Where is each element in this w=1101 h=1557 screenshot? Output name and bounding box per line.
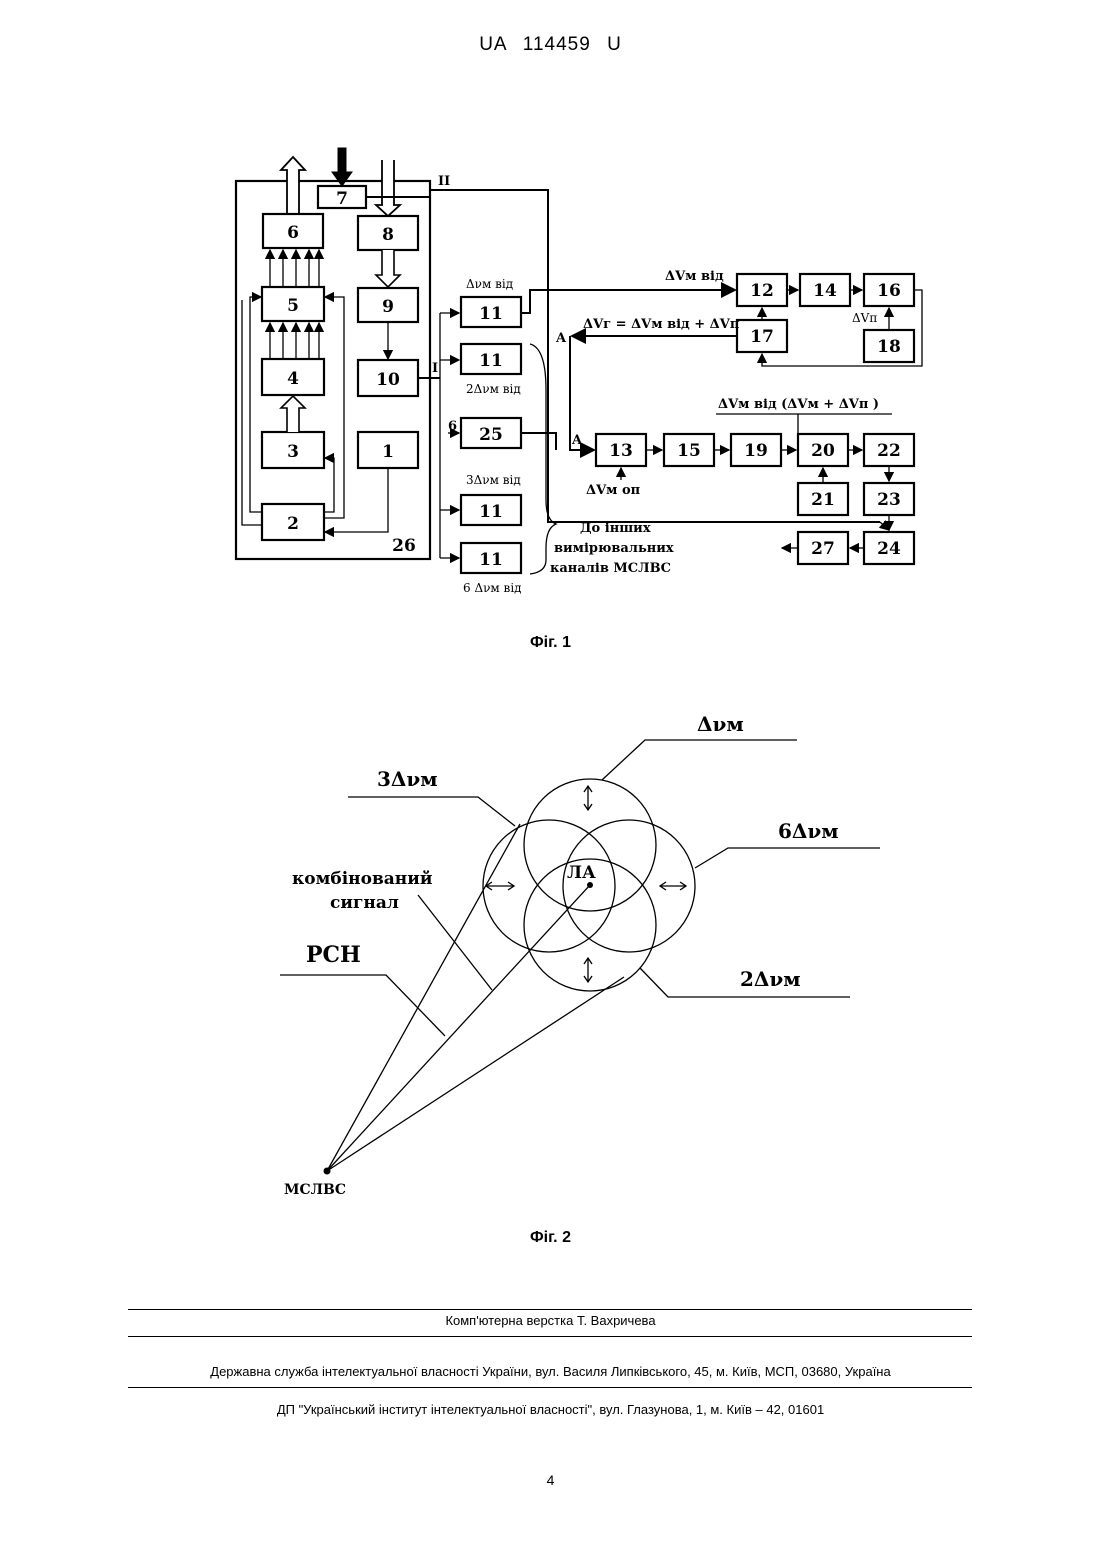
block-11-a-label: 11 xyxy=(479,304,503,324)
block-7-label: 7 xyxy=(336,189,348,209)
label-a-top: A xyxy=(555,331,567,346)
loop-2-to-3 xyxy=(324,458,334,512)
label-input-6: 6 xyxy=(448,419,457,434)
arrow-8-to-9 xyxy=(376,250,400,287)
label-other-3: каналів МСЛВС xyxy=(550,561,671,576)
block-17-label: 17 xyxy=(750,327,774,347)
block-2-label: 2 xyxy=(287,514,299,534)
double-arrow-right xyxy=(660,882,686,890)
label-dvm-vid-sum: ΔVм від (ΔVм + ΔVп ) xyxy=(718,397,879,412)
block-1-label: 1 xyxy=(382,442,394,462)
block-16-label: 16 xyxy=(877,281,901,301)
block-18-label: 18 xyxy=(877,337,901,357)
label-2dv-m: 2Δνм xyxy=(740,967,801,991)
block-21-label: 21 xyxy=(811,490,835,510)
block-22-label: 22 xyxy=(877,441,901,461)
leader-rsn xyxy=(280,975,445,1036)
block-5-label: 5 xyxy=(287,296,299,316)
line-II xyxy=(366,190,880,522)
block-12-label: 12 xyxy=(750,281,774,301)
label-dv-m-vid: Δνм від xyxy=(466,277,513,291)
footer-rule-3 xyxy=(128,1387,972,1388)
label-dv-m: Δνм xyxy=(697,712,744,736)
label-roman-2: II xyxy=(438,174,450,189)
block-9-label: 9 xyxy=(382,297,394,317)
line-25-out xyxy=(521,433,556,450)
arrow-II-to-24 xyxy=(880,522,889,530)
loop-2-to-5 xyxy=(250,297,262,512)
label-dvm-vid-top: ΔVм від xyxy=(665,269,724,284)
footer-institute: ДП "Український інститут інтелектуальної… xyxy=(0,1402,1101,1417)
double-arrow-left xyxy=(486,882,514,890)
loop-2-left xyxy=(242,300,262,525)
sum-underline xyxy=(716,414,892,434)
label-la: ЛА xyxy=(567,863,596,883)
bus-4-to-5 xyxy=(270,323,319,359)
label-rsn: РСН xyxy=(306,942,361,968)
input-arrow-8 xyxy=(376,160,400,216)
block-27-label: 27 xyxy=(811,539,835,559)
label-dv2-m-vid: 2Δνм від xyxy=(466,382,521,396)
output-arrow-6 xyxy=(281,157,305,214)
label-other-2: вимірювальних xyxy=(554,541,674,556)
label-roman-1: I xyxy=(432,361,438,376)
label-3dv-m: 3Δνм xyxy=(377,767,438,791)
block-3-label: 3 xyxy=(287,442,299,462)
label-6dv-m: 6Δνм xyxy=(778,819,839,843)
ray-right xyxy=(327,977,624,1171)
double-arrow-bottom xyxy=(584,958,592,982)
ray-center xyxy=(327,885,590,1171)
block-24-label: 24 xyxy=(877,539,901,559)
label-other-1: До інших xyxy=(580,521,651,536)
block-8-label: 8 xyxy=(382,225,394,245)
footer-layout: Комп'ютерна верстка Т. Вахричева xyxy=(0,1313,1101,1328)
block-14-label: 14 xyxy=(813,281,837,301)
block-25-label: 25 xyxy=(479,425,503,445)
block-11-c-label: 11 xyxy=(479,502,503,522)
block-6-label: 6 xyxy=(287,223,299,243)
block-15-label: 15 xyxy=(677,441,701,461)
block-13-label: 13 xyxy=(609,441,633,461)
block-26-label: 26 xyxy=(392,536,416,556)
leader-3dv-m xyxy=(348,797,515,826)
label-mslvs: МСЛВС xyxy=(284,1182,346,1198)
channels-brace xyxy=(530,344,556,574)
mslvs-point xyxy=(324,1168,331,1175)
label-dvg-eq: ΔVг = ΔVм від + ΔVп xyxy=(583,317,740,332)
block-23-label: 23 xyxy=(877,490,901,510)
figure-2-caption: Фіг. 2 xyxy=(0,1229,1101,1247)
label-dv3-m-vid: 3Δνм від xyxy=(466,473,521,487)
label-combined-1: комбінований xyxy=(292,869,433,889)
bus-5-to-6 xyxy=(270,250,319,287)
block-19-label: 19 xyxy=(744,441,768,461)
line-11-to-12 xyxy=(521,290,735,313)
page-number: 4 xyxy=(0,1472,1101,1488)
label-dvp: ΔVп xyxy=(852,311,877,325)
label-dv6-m-vid: 6 Δνм від xyxy=(463,581,522,595)
figure-1-caption: Фіг. 1 xyxy=(0,634,1101,652)
label-a-bottom: A xyxy=(571,433,583,448)
figure-2-diagram: Δνм 3Δνм 6Δνм 2Δνм комбінований сигнал Р… xyxy=(280,712,880,1198)
block-11-d-label: 11 xyxy=(479,550,503,570)
block-10-label: 10 xyxy=(376,370,400,390)
footer-agency: Державна служба інтелектуальної власност… xyxy=(0,1364,1101,1379)
block-20-label: 20 xyxy=(811,441,835,461)
block-11-b-label: 11 xyxy=(479,351,503,371)
arrow-3-to-4 xyxy=(281,396,305,432)
leader-6dv-m xyxy=(695,848,880,868)
double-arrow-top xyxy=(584,786,592,810)
label-dvm-op: ΔVм оп xyxy=(586,483,641,498)
footer-rule-1 xyxy=(128,1309,972,1310)
footer-rule-2 xyxy=(128,1336,972,1337)
block-4-label: 4 xyxy=(287,369,299,389)
circle-top xyxy=(524,779,656,911)
label-combined-2: сигнал xyxy=(330,893,399,913)
leader-combined xyxy=(418,895,492,990)
leader-dv-m xyxy=(602,740,797,780)
